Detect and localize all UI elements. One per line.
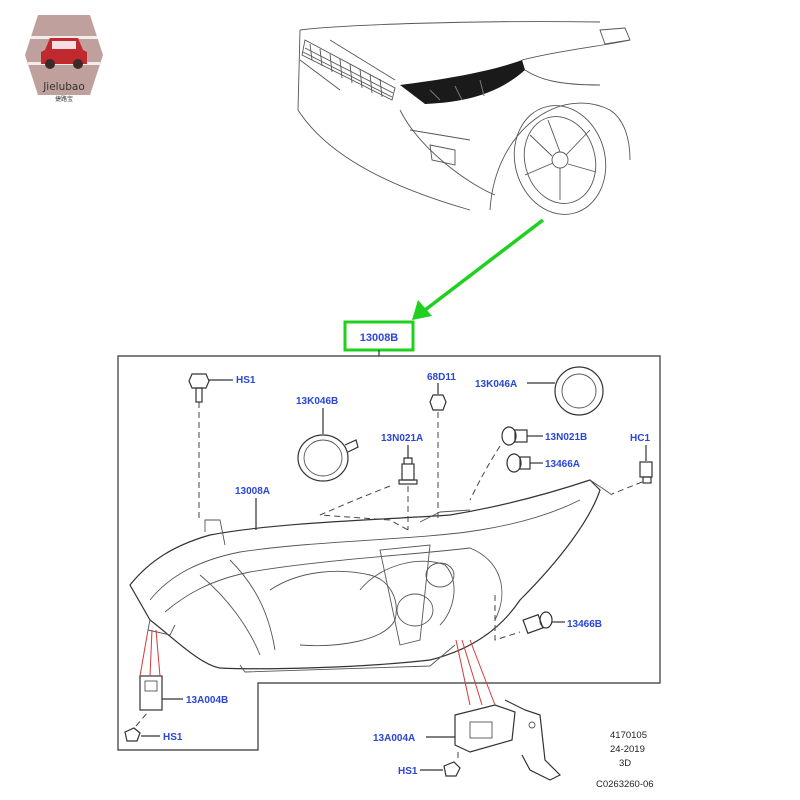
bulb-13466b[interactable] [494,595,553,641]
car-icon [41,38,87,69]
clip-68d11[interactable] [429,394,447,520]
callout-13k046a[interactable]: 13K046A [475,379,517,390]
callout-13k046b[interactable]: 13K046B [296,396,338,407]
callout-hs1-bottom[interactable]: HS1 [398,766,418,777]
callout-13n021b[interactable]: 13N021B [545,432,587,443]
headlamp-assembly [129,479,613,673]
hs1-screw-left[interactable] [124,711,149,742]
seal-ring-13k046a[interactable] [554,366,604,416]
bulb-13466a[interactable] [506,453,531,473]
main-part-number: 13008B [360,332,399,344]
callout-13466b[interactable]: 13466B [567,619,602,630]
connector-hc1[interactable] [611,461,653,495]
reference-line-4: C0263260-06 [596,779,654,790]
seal-ring-13k046b[interactable] [297,434,359,482]
callout-13a004a[interactable]: 13A004A [373,733,415,744]
brand-logo: Jielubao 捷路宝 [25,15,103,103]
grille [301,39,396,101]
callout-13008a[interactable]: 13008A [235,486,270,497]
callout-hs1-top[interactable]: HS1 [236,375,256,386]
reference-line-3: 3D [619,758,631,769]
callout-13a004b[interactable]: 13A004B [186,695,228,706]
callout-hs1-left[interactable]: HS1 [163,732,183,743]
headlamp-location [400,60,525,104]
vehicle-illustration [297,21,631,215]
logo-sub-text: 捷路宝 [55,95,73,103]
module-13a004b[interactable] [139,629,163,711]
callout-hc1[interactable]: HC1 [630,433,650,444]
reference-line-1: 4170105 [610,730,647,741]
module-13a004a[interactable] [454,639,562,781]
hs1-screw-bottom[interactable] [443,761,461,777]
bulb-13n021b[interactable] [501,426,528,446]
logo-brand-text: Jielubao [42,81,85,93]
main-part-callout[interactable]: 13008B [343,320,415,352]
bulb-13n021a[interactable] [398,457,418,530]
reference-line-2: 24-2019 [610,744,645,755]
reference-block: 4170105 24-2019 3D C0263260-06 [596,730,654,790]
location-arrow [412,218,545,320]
assembly-frame [117,355,661,751]
callout-13466a[interactable]: 13466A [545,459,580,470]
hs1-screw-top[interactable] [188,373,210,520]
callout-68d11[interactable]: 68D11 [427,372,456,383]
callout-13n021a[interactable]: 13N021A [381,433,423,444]
